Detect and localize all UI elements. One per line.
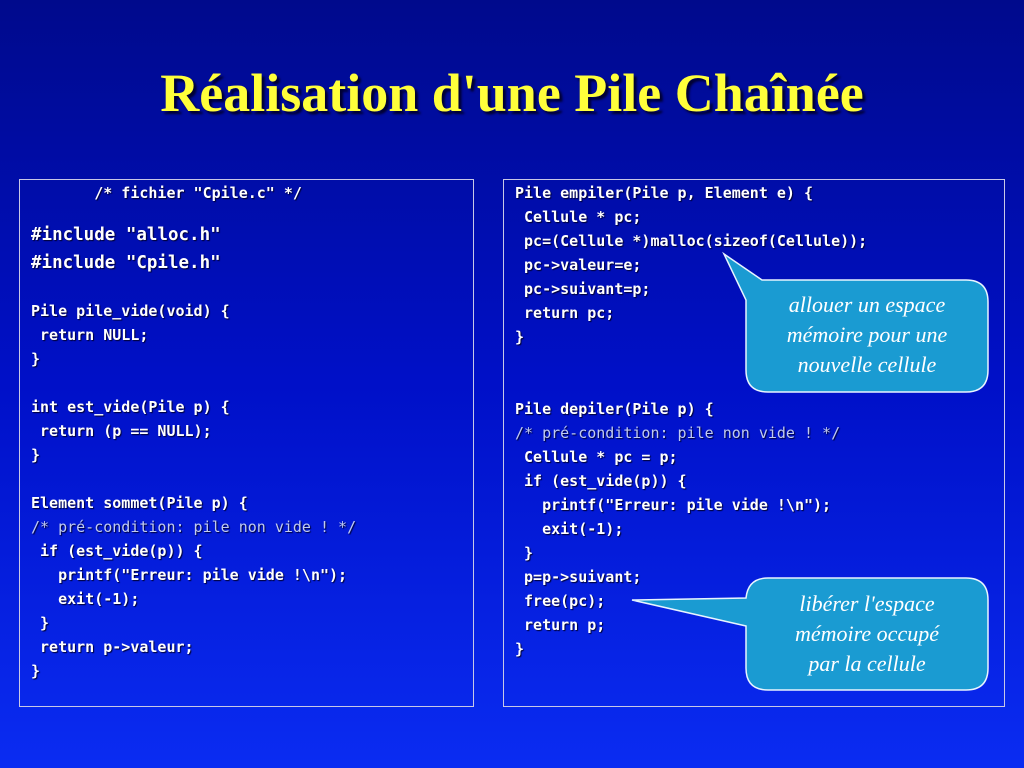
- callout-free: libérer l'espace mémoire occupé par la c…: [748, 589, 986, 679]
- code-line: exit(-1);: [31, 590, 140, 608]
- code-line: }: [515, 640, 525, 658]
- code-line: }: [515, 328, 525, 346]
- code-line: Pile empiler(Pile p, Element e) {: [515, 184, 814, 202]
- code-line: pc->valeur=e;: [515, 256, 642, 274]
- code-line: pc=(Cellule *)malloc(sizeof(Cellule));: [515, 232, 868, 250]
- right-code-panel: Pile empiler(Pile p, Element e) { Cellul…: [503, 179, 1005, 707]
- code-line: Cellule * pc = p;: [515, 448, 678, 466]
- code-line: return p;: [515, 616, 606, 634]
- code-line: return pc;: [515, 304, 615, 322]
- left-code-panel: /* fichier "Cpile.c" */ #include "alloc.h…: [19, 179, 474, 707]
- code-line: }: [31, 614, 50, 632]
- code-line: int est_vide(Pile p) {: [31, 398, 230, 416]
- slide-title: Réalisation d'une Pile Chaînée: [160, 63, 864, 123]
- code-line: exit(-1);: [515, 520, 624, 538]
- code-line: Element sommet(Pile p) {: [31, 494, 248, 512]
- callout-allocate: allouer un espace mémoire pour une nouve…: [748, 290, 986, 380]
- callout-free-line: mémoire occupé: [795, 621, 939, 646]
- code-line: Cellule * pc;: [515, 208, 642, 226]
- callout-allocate-line: nouvelle cellule: [797, 352, 937, 377]
- code-line: }: [31, 446, 41, 464]
- callout-free-line: par la cellule: [808, 651, 926, 676]
- code-line: free(pc);: [515, 592, 606, 610]
- callout-free-line: libérer l'espace: [799, 591, 935, 616]
- code-line: /* pré-condition: pile non vide ! */: [31, 518, 357, 536]
- code-line: }: [515, 544, 534, 562]
- code-line: return (p == NULL);: [31, 422, 212, 440]
- code-line: /* pré-condition: pile non vide ! */: [515, 424, 841, 442]
- code-line: return NULL;: [31, 326, 149, 344]
- code-line: printf("Erreur: pile vide !\n");: [31, 566, 348, 584]
- code-line: }: [31, 350, 41, 368]
- code-line: p=p->suivant;: [515, 568, 642, 586]
- code-line: if (est_vide(p)) {: [31, 542, 203, 560]
- callout-allocate-line: mémoire pour une: [786, 322, 948, 347]
- code-line: Pile pile_vide(void) {: [31, 302, 230, 320]
- code-line: }: [31, 662, 41, 680]
- code-line: if (est_vide(p)) {: [515, 472, 687, 490]
- code-line: #include "Cpile.h": [31, 253, 221, 273]
- code-line: return p->valeur;: [31, 638, 194, 656]
- callout-allocate-line: allouer un espace: [788, 292, 946, 317]
- code-line: #include "alloc.h": [31, 225, 221, 245]
- code-line: pc->suivant=p;: [515, 280, 651, 298]
- code-line: printf("Erreur: pile vide !\n");: [515, 496, 832, 514]
- code-line: /* fichier "Cpile.c" */: [31, 184, 302, 202]
- code-line: Pile depiler(Pile p) {: [515, 400, 714, 418]
